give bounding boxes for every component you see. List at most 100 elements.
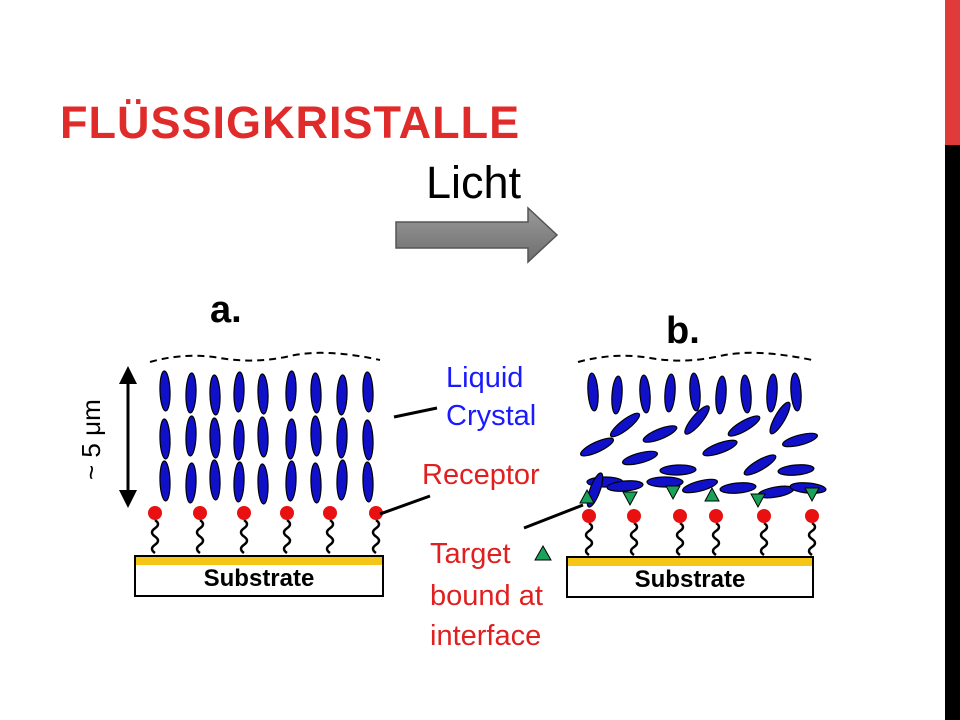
liquid-crystal-molecule: [781, 432, 819, 448]
panel-b-letter: b.: [666, 310, 700, 352]
liquid-crystal-molecule: [257, 463, 269, 505]
liquid-crystal-molecule: [257, 416, 269, 458]
leader-liquid-crystal: [393, 406, 438, 419]
substrate-a-label: Substrate: [204, 565, 315, 592]
panel-a-letter: a.: [210, 289, 242, 331]
substrate-b-label: Substrate: [635, 566, 746, 593]
liquid-crystal-molecule: [684, 405, 710, 435]
target-molecule: [579, 488, 595, 504]
tether: [807, 521, 817, 557]
liquid-crystal-molecule: [310, 462, 322, 504]
receptor-dot: [673, 509, 687, 523]
liquid-crystal-molecule: [769, 401, 791, 435]
liquid-crystal-molecule: [185, 415, 197, 457]
liquid-crystal-molecule: [621, 450, 659, 466]
liquid-crystal-group-a: [159, 370, 374, 505]
receptor-dot: [148, 506, 162, 520]
liquid-crystal-molecule: [579, 437, 615, 457]
receptor-dot: [582, 509, 596, 523]
liquid-crystal-molecule: [727, 415, 761, 437]
liquid-crystal-molecule: [646, 476, 684, 488]
target-molecule: [665, 485, 681, 501]
liquid-crystal-molecule: [233, 371, 245, 413]
liquid-crystal-molecule: [285, 370, 297, 412]
liquid-crystal-molecule: [310, 372, 322, 414]
liquid-crystal-molecule: [310, 415, 322, 457]
tether: [629, 521, 639, 557]
liquid-crystal-molecule: [642, 425, 678, 443]
liquid-crystal-molecule: [209, 374, 221, 416]
liquid-crystal-molecule: [336, 417, 348, 459]
label-liquid-line1: Liquid: [446, 362, 523, 394]
tether: [282, 518, 292, 555]
receptor-dot: [280, 506, 294, 520]
receptor-dot: [369, 506, 383, 520]
tether: [711, 521, 721, 557]
target-molecule: [622, 491, 638, 507]
liquid-crystal-molecule: [257, 373, 269, 415]
dimension-label: ~ 5 μm: [76, 399, 106, 480]
liquid-crystal-molecule: [233, 419, 245, 461]
liquid-crystal-molecule: [285, 460, 297, 502]
liquid-crystal-group-b: [579, 372, 827, 508]
receptor-dot: [805, 509, 819, 523]
liquid-crystal-molecule: [639, 374, 651, 414]
liquid-crystal-molecule: [719, 482, 757, 494]
liquid-crystal-molecule: [362, 461, 374, 503]
liquid-crystal-molecule: [611, 375, 623, 415]
liquid-crystal-molecule: [743, 454, 777, 476]
liquid-crystal-molecule: [664, 373, 676, 413]
label-target-line2: bound at: [430, 580, 543, 612]
liquid-crystal-molecule: [681, 478, 719, 494]
liquid-crystal-molecule: [702, 439, 738, 457]
liquid-crystal-molecule: [285, 418, 297, 460]
liquid-crystal-molecule: [362, 419, 374, 461]
tether: [325, 518, 335, 555]
liquid-crystal-molecule: [159, 370, 171, 412]
label-target-line3: interface: [430, 620, 541, 652]
liquid-crystal-molecule: [587, 372, 599, 412]
liquid-crystal-molecule: [766, 373, 778, 413]
receptor-dot: [757, 509, 771, 523]
tether: [371, 518, 381, 555]
leader-receptor: [379, 494, 431, 516]
liquid-crystal-molecule: [159, 418, 171, 460]
receptor-dot: [627, 509, 641, 523]
label-target-line1: Target: [430, 538, 511, 570]
tether-group: [148, 485, 820, 557]
receptor-dot: [193, 506, 207, 520]
dimension-arrow: [119, 366, 137, 508]
receptor-dot: [709, 509, 723, 523]
receptor-dot: [237, 506, 251, 520]
tether: [239, 518, 249, 555]
tether: [675, 521, 685, 557]
liquid-crystal-molecule: [336, 459, 348, 501]
liquid-crystal-molecule: [689, 372, 701, 412]
tether: [759, 521, 769, 557]
target-molecule: [804, 487, 820, 503]
liquid-crystal-molecule: [233, 461, 245, 503]
liquid-crystal-molecule: [362, 371, 374, 413]
liquid-crystal-molecule: [740, 374, 752, 414]
liquid-crystal-molecule: [777, 464, 815, 476]
liquid-crystal-molecule: [209, 417, 221, 459]
liquid-crystal-molecule: [159, 460, 171, 502]
target-molecule: [704, 486, 720, 502]
liquid-crystal-molecule: [715, 375, 727, 415]
interface-line-a: [149, 351, 381, 363]
substrate-b: [566, 556, 814, 598]
substrate-a: [134, 555, 384, 597]
liquid-crystal-molecule: [185, 372, 197, 414]
liquid-crystal-molecule: [606, 480, 644, 492]
arrow-label: Licht: [426, 157, 522, 208]
liquid-crystal-molecule: [609, 412, 641, 438]
liquid-crystal-molecule: [185, 462, 197, 504]
interface-line-b: [577, 351, 813, 363]
tether: [150, 518, 160, 555]
tether: [195, 518, 205, 555]
label-liquid-line2: Crystal: [446, 400, 536, 432]
liquid-crystal-molecule: [659, 464, 697, 476]
liquid-crystal-molecule: [336, 374, 348, 416]
label-receptor: Receptor: [422, 459, 540, 491]
